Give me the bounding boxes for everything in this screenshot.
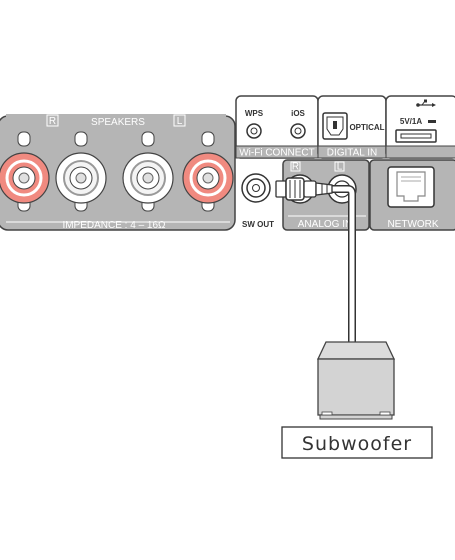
speaker-terminal-right-negative[interactable] [55, 131, 107, 212]
wifi-connect-label: Wi-Fi CONNECT [239, 148, 315, 159]
rca-plug [275, 177, 333, 201]
ios-label: iOS [291, 109, 305, 118]
subwoofer-caption-box: Subwoofer [281, 426, 433, 459]
digital-in-label: DIGITAL IN [327, 148, 378, 159]
sw-out-label: SW OUT [242, 220, 274, 229]
ethernet-port[interactable] [387, 166, 435, 208]
speaker-terminal-left-negative[interactable] [122, 131, 174, 212]
rca-cable [275, 177, 356, 342]
optical-label: OPTICAL [349, 123, 384, 132]
channel-right-label: R [49, 116, 56, 127]
wps-label: WPS [245, 109, 264, 118]
optical-input-port[interactable] [322, 112, 348, 140]
usb-port[interactable] [395, 129, 437, 143]
wps-button[interactable] [246, 123, 262, 139]
subwoofer-device [316, 341, 396, 420]
analog-in-label: ANALOG IN [298, 219, 352, 230]
digital-in-section: OPTICAL DIGITAL IN [317, 95, 387, 159]
wifi-connect-section: WPS iOS Wi-Fi CONNECT [235, 95, 319, 159]
analog-l-label: L [337, 162, 343, 173]
subwoofer-caption: Subwoofer [302, 433, 412, 455]
sw-out-jack[interactable] [241, 173, 271, 203]
sw-out-section: SW OUT [241, 173, 274, 229]
analog-r-label: R [292, 162, 299, 173]
speakers-title: SPEAKERS [91, 117, 145, 128]
speaker-terminal-left-positive[interactable] [182, 131, 234, 212]
usb-power-label: 5V/1A [400, 117, 422, 126]
network-section: NETWORK [369, 159, 455, 231]
ios-button[interactable] [290, 123, 306, 139]
speakers-section: SPEAKERS R L [0, 114, 236, 231]
speaker-terminal-right-positive[interactable] [0, 131, 50, 212]
network-label: NETWORK [387, 219, 438, 230]
usb-section: 5V/1A [385, 95, 455, 159]
impedance-label: IMPEDANCE : 4 – 16Ω [62, 220, 166, 231]
usb-icon [416, 99, 436, 107]
channel-left-label: L [177, 116, 183, 127]
